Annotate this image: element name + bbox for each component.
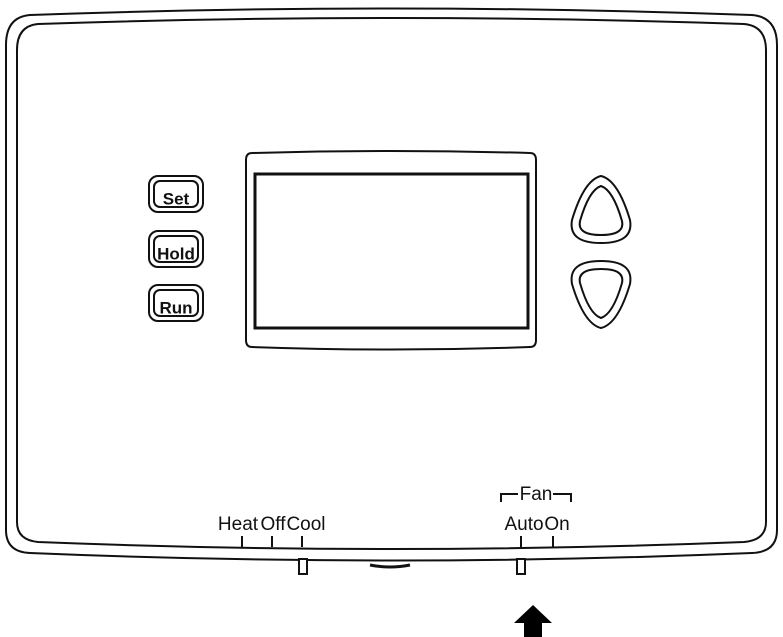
display-bezel xyxy=(245,150,537,351)
off-label: Off xyxy=(261,514,287,535)
auto-label: Auto xyxy=(504,514,543,535)
cool-label: Cool xyxy=(286,514,325,535)
thermostat-housing-inner xyxy=(16,17,767,550)
fan-bracket xyxy=(500,493,572,502)
on-label: On xyxy=(544,514,569,535)
set-button-label: Set xyxy=(163,189,190,208)
run-button-label: Run xyxy=(159,298,192,317)
down-arrow-icon xyxy=(570,259,632,330)
hold-button-label: Hold xyxy=(157,244,195,263)
fan-label: Fan xyxy=(520,484,553,505)
system-switch-knob[interactable] xyxy=(298,558,308,575)
up-arrow-button[interactable] xyxy=(570,174,632,245)
heat-label: Heat xyxy=(218,514,259,535)
set-button[interactable]: Set xyxy=(148,175,204,213)
thermostat-housing-outer xyxy=(5,7,778,562)
down-arrow-button[interactable] xyxy=(570,259,632,330)
housing-notch xyxy=(369,563,411,569)
hold-button[interactable]: Hold xyxy=(148,230,204,268)
fan-switch-knob[interactable] xyxy=(516,558,526,575)
run-button[interactable]: Run xyxy=(148,284,204,322)
pointer-arrow-icon xyxy=(514,605,552,637)
up-arrow-icon xyxy=(570,174,632,245)
display-screen xyxy=(253,172,530,330)
